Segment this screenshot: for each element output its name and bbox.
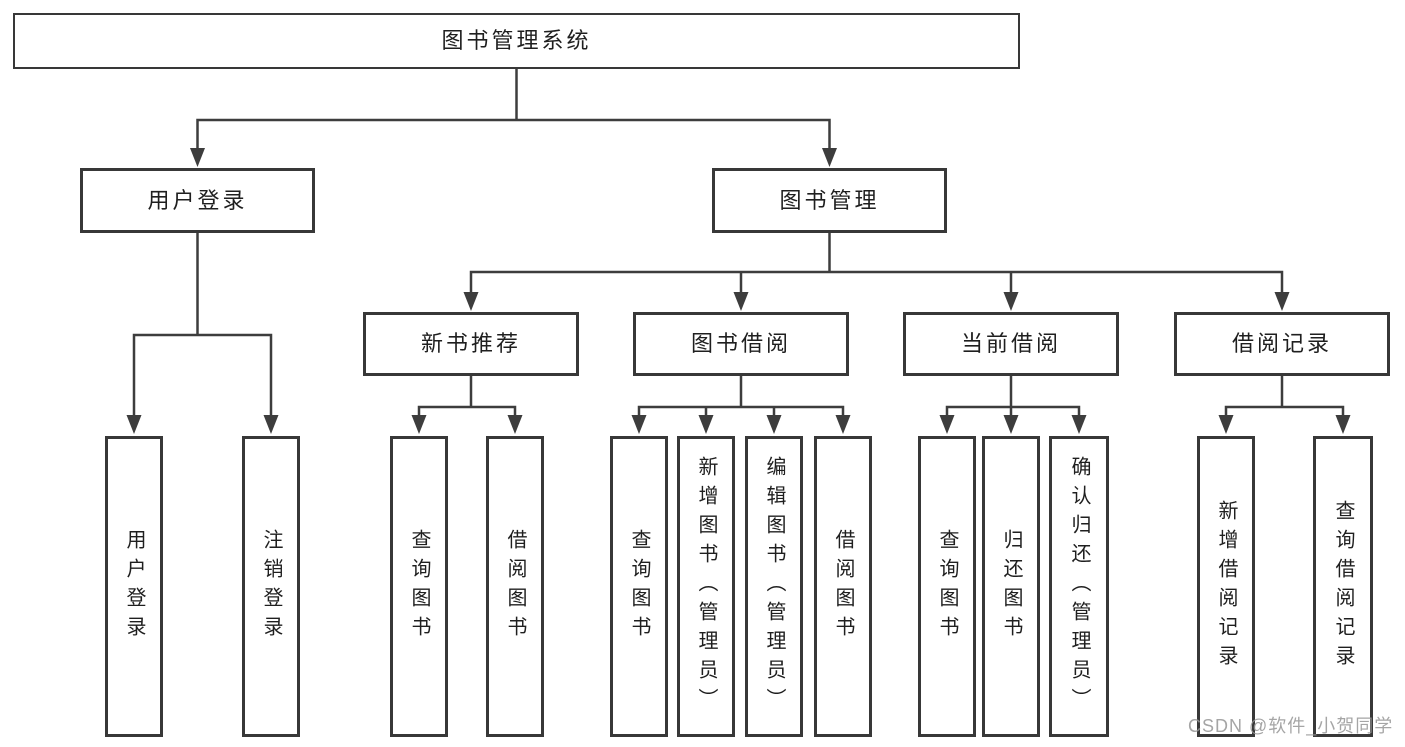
arrow-down-icon [1335, 415, 1351, 434]
node-label: 查询借阅记录 [1332, 499, 1354, 674]
node-library-management-system: 图书管理系统 [13, 13, 1020, 69]
arrow-down-icon [263, 415, 279, 434]
node-book-borrow: 图书借阅 [633, 312, 849, 376]
node-borrow-records: 借阅记录 [1174, 312, 1390, 376]
node-label: 借阅图书 [832, 528, 854, 645]
node-label: 归还图书 [1000, 528, 1022, 645]
node-label: 图书管理系统 [441, 28, 592, 53]
arrow-down-icon [1218, 415, 1234, 434]
arrow-down-icon [463, 292, 479, 311]
arrow-down-icon [126, 415, 142, 434]
arrow-down-icon [822, 148, 837, 167]
arrow-down-icon [631, 415, 647, 434]
connector [469, 270, 1284, 294]
arrow-down-icon [1071, 415, 1087, 434]
arrow-down-icon [698, 415, 714, 434]
arrow-down-icon [835, 415, 851, 434]
connector [417, 405, 517, 416]
node-current-borrow: 当前借阅 [903, 312, 1119, 376]
leaf-query-books: 查询图书 [390, 436, 448, 737]
node-label: 图书管理 [779, 187, 880, 213]
connector [132, 333, 273, 418]
arrow-down-icon [1003, 415, 1019, 434]
node-book-management: 图书管理 [712, 168, 947, 233]
node-label: 编辑图书（管理员） [763, 456, 785, 717]
node-label: 用户登录 [123, 528, 145, 645]
arrow-down-icon [939, 415, 955, 434]
node-label: 借阅图书 [504, 528, 526, 645]
leaf-query-books: 查询图书 [610, 436, 668, 737]
node-label: 新增借阅记录 [1215, 499, 1237, 674]
connector [196, 118, 831, 152]
leaf-logout: 注销登录 [242, 436, 300, 737]
leaf-edit-book-admin: 编辑图书（管理员） [745, 436, 803, 737]
arrow-down-icon [411, 415, 427, 434]
arrow-down-icon [507, 415, 523, 434]
arrow-down-icon [1003, 292, 1019, 311]
leaf-query-borrow-record: 查询借阅记录 [1313, 436, 1373, 737]
leaf-add-borrow-record: 新增借阅记录 [1197, 436, 1255, 737]
node-label: 新增图书（管理员） [695, 456, 717, 717]
arrow-down-icon [733, 292, 749, 311]
leaf-borrow-books: 借阅图书 [486, 436, 544, 737]
node-new-book-recommend: 新书推荐 [363, 312, 579, 376]
node-label: 新书推荐 [420, 331, 521, 356]
arrow-down-icon [190, 148, 205, 167]
node-label: 图书借阅 [690, 331, 791, 356]
leaf-return-books: 归还图书 [982, 436, 1040, 737]
node-label: 当前借阅 [960, 331, 1061, 356]
node-label: 确认归还（管理员） [1068, 456, 1090, 717]
arrow-down-icon [766, 415, 782, 434]
connector [945, 405, 1081, 416]
node-label: 借阅记录 [1231, 331, 1332, 356]
arrow-down-icon [1274, 292, 1290, 311]
node-label: 查询图书 [936, 528, 958, 645]
node-label: 查询图书 [628, 528, 650, 645]
leaf-user-login: 用户登录 [105, 436, 163, 737]
node-label: 用户登录 [147, 187, 248, 213]
node-user-login: 用户登录 [80, 168, 315, 233]
leaf-query-books: 查询图书 [918, 436, 976, 737]
leaf-borrow-books: 借阅图书 [814, 436, 872, 737]
node-label: 注销登录 [260, 528, 282, 645]
connector [637, 405, 845, 416]
leaf-add-book-admin: 新增图书（管理员） [677, 436, 735, 737]
leaf-confirm-return-admin: 确认归还（管理员） [1049, 436, 1109, 737]
node-label: 查询图书 [408, 528, 430, 645]
connector [1224, 405, 1345, 416]
watermark: CSDN @软件_小贺同学 [1188, 716, 1394, 736]
